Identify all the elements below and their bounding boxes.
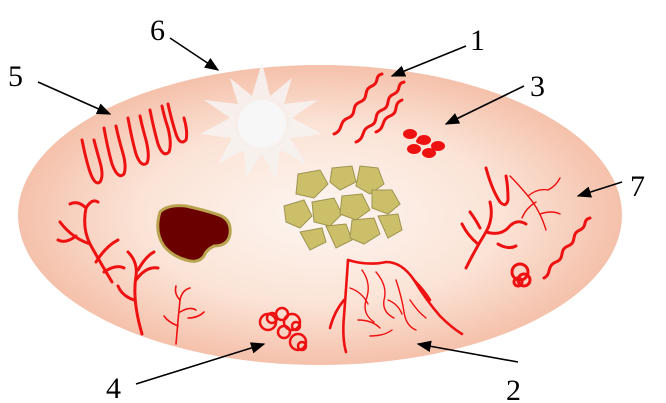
arrow-6 bbox=[170, 38, 218, 70]
callout-label-7: 7 bbox=[630, 170, 645, 203]
arrow-1 bbox=[392, 46, 466, 76]
arrow-5 bbox=[38, 82, 110, 114]
callout-label-4: 4 bbox=[106, 372, 121, 403]
callout-label-6: 6 bbox=[150, 14, 165, 47]
callout-label-1: 1 bbox=[470, 24, 485, 57]
callout-label-2: 2 bbox=[506, 374, 521, 403]
callout-label-5: 5 bbox=[8, 60, 23, 93]
callout-label-3: 3 bbox=[530, 70, 545, 103]
